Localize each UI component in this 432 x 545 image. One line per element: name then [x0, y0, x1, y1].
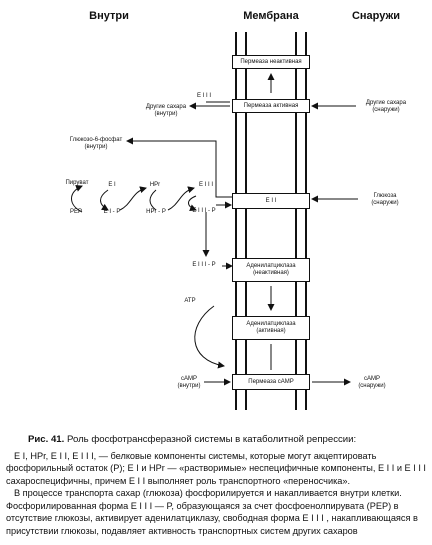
label-e1: E I	[108, 182, 116, 188]
box-permease-inactive: Пермеаза неактивная	[232, 55, 310, 69]
label-other-sugars-outside: Другие сахара(снаружи)	[365, 100, 407, 113]
curve-pep-pyruvate	[71, 185, 83, 213]
box-e2: E I I	[232, 193, 310, 209]
label-other-sugars-inside: Другие сахара(внутри)	[145, 104, 187, 117]
label-e3-top: E I I I	[196, 93, 211, 99]
label-e3-p-low: E I I I - P	[192, 262, 216, 268]
header-inside: Внутри	[89, 10, 129, 22]
label-camp-inside: сАМР(внутри)	[177, 376, 201, 389]
arrow-atp-camp	[194, 305, 225, 369]
caption-title: Рис. 41. Роль фосфотрансферазной системы…	[28, 434, 357, 445]
label-atp: ATP	[184, 298, 196, 304]
label-hpr-p: HPr - P	[146, 209, 166, 215]
curve-hpr-cycle	[149, 189, 157, 211]
membrane-bilayer	[235, 32, 307, 410]
label-camp-outside: сАМР(снаружи)	[358, 376, 386, 389]
box-permease-active: Пермеаза активная	[232, 99, 310, 113]
caption-paragraph-2: В процессе транспорта сахар (глюкоза) фо…	[6, 488, 418, 536]
arrow-g6p	[126, 137, 232, 198]
header-outside: Снаружи	[351, 10, 401, 22]
label-e1-p: E I - P	[103, 209, 121, 215]
curve-e1-cycle	[100, 189, 109, 211]
caption-paragraph-1: E I, HPr, E I I, E I I I, — белковые ком…	[6, 450, 426, 486]
label-pyruvate: Пируват	[65, 180, 89, 186]
figure-caption: Рис. 41. Роль фосфотрансферазной системы…	[6, 434, 426, 537]
box-adenylate-cyclase-active: Аденилатциклаза(активная)	[232, 316, 310, 340]
label-hpr: HPr	[149, 182, 161, 188]
label-e3-mid: E I I I	[198, 182, 213, 188]
label-e3-p-mid: E I I I - P	[192, 208, 216, 214]
curve-e1-hpr	[119, 186, 147, 211]
box-permease-camp: Пермеаза сАМР	[232, 374, 310, 390]
curve-hpr-e3	[167, 186, 195, 211]
header-membrane: Мембрана	[243, 10, 299, 22]
box-adenylate-cyclase-inactive: Аденилатциклаза(неактивная)	[232, 258, 310, 282]
curve-e3-cycle	[188, 195, 197, 212]
label-glucose-outside: Глюкоза(снаружи)	[371, 193, 399, 206]
label-pep: PEP	[69, 209, 82, 215]
label-glucose-6-phosphate: Глюкозо-6-фосфат(внутри)	[69, 137, 123, 150]
